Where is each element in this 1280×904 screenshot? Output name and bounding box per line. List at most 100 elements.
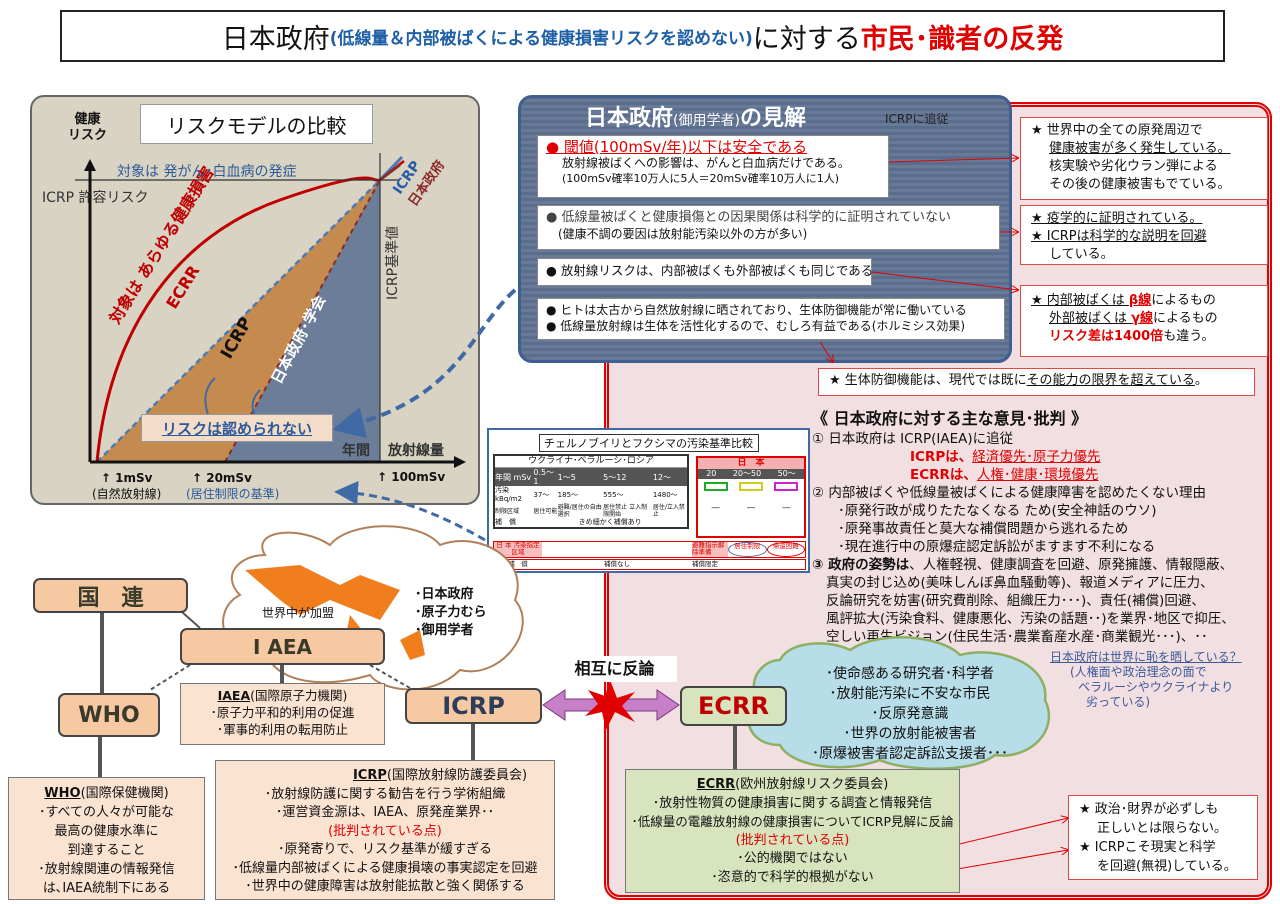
- icrp-node: ICRP: [405, 688, 542, 724]
- rebuttal-line: を回避(無視)している。: [1097, 859, 1237, 874]
- cell: ―: [711, 503, 720, 512]
- rebuttal-line: ★ ICRPこそ現実と科学: [1079, 840, 1216, 855]
- x-axis-annual: 年間: [342, 443, 370, 459]
- iaea-icrp-link: [369, 664, 411, 689]
- opinion-3-line: 反論研究を妨害(研究費削除、組織圧力･･･)、責任(補償)回避、: [826, 593, 1205, 609]
- rebuttal-line: ★ 世界中の全ての原発周辺で: [1031, 123, 1203, 138]
- gov-view-title: 日本政府(御用学者)の見解: [585, 100, 806, 132]
- rebuttal-box-1: ★ 世界中の全ての原発周辺で 健康被害が多く発生している。 核実験や劣化ウラン弾…: [1020, 117, 1268, 200]
- icrp-line: [96, 179, 381, 463]
- desc-line: ･世界中の健康障害は放射能拡散と強く関係する: [245, 879, 525, 894]
- village-item: ･御用学者: [415, 623, 474, 638]
- desc-paren: (国際保健機関): [80, 786, 169, 801]
- y-axis-label-2: リスク: [68, 128, 108, 143]
- rebuttal-box-2: ★ 疫学的に証明されている。 ★ ICRPは科学的な説明を回避 している。: [1020, 205, 1268, 265]
- y-axis-label: 健康リスク: [68, 112, 107, 144]
- opinion-icrp: ICRPは、: [910, 449, 973, 465]
- opinion-icrp-priority: 経済優先･原子力優先: [972, 449, 1101, 465]
- desc-line: ･運営資金源は、IAEA、原発産業界･･: [275, 805, 495, 820]
- tick-label: ↑ 1mSv: [100, 471, 153, 485]
- rebuttal-line: その後の健康被害もでている。: [1049, 177, 1231, 192]
- criticism-label: (批判されている点): [735, 832, 850, 848]
- cell: 12〜: [652, 472, 672, 482]
- ukr-header: ウクライナ･ベラルーシ･ロシア: [493, 454, 689, 468]
- desc-head: IAEA: [217, 688, 251, 703]
- desc-line: ･軍事的利用の転用防止: [216, 722, 349, 737]
- gov-pointer-arrow: [251, 389, 261, 416]
- gov-claim-threshold: ● 閾値(100mSv/年)以下は安全である 放射線被ばくへの影響は、がんと白血…: [537, 135, 889, 198]
- who-node: WHO: [58, 693, 160, 737]
- desc-line: ･恣意的で科学的根拠がない: [711, 869, 874, 885]
- supporter-item: ･世界の放射能被害者: [843, 726, 977, 742]
- un-node: 国 連: [33, 578, 188, 613]
- rebuttal-text: ★ 生体防御機能は、現代では既に: [829, 373, 1027, 388]
- cell: 5〜12: [603, 472, 627, 482]
- cell: 居住禁止 立入制限開始: [603, 504, 648, 518]
- opinion-ecrr-priority: 人権･健康･環境優先: [976, 467, 1099, 483]
- world-join-label: 世界中が加盟: [262, 606, 335, 620]
- desc-line: ･放射線関連の情報発信: [38, 862, 175, 877]
- risk-model-diagram: 対象は あらゆる健康損害 ECRR ICRP 日本政府･学会 ICRP基準値 I…: [75, 153, 466, 468]
- claim-line: 放射線被ばくへの影響は、がんと白血病だけである。: [562, 156, 850, 170]
- supporter-item: ･使命感ある研究者･科学者: [826, 666, 994, 682]
- cell: 補償限定: [692, 560, 718, 568]
- gov-area: [225, 180, 380, 462]
- risk-diff: リスク差は1400倍: [1049, 329, 1164, 344]
- icrp-description: ICRP(国際放射線防護委員会) ･放射線防護に関する勧告を行う学術組織･運営資…: [215, 760, 555, 900]
- ecrr-curve: [95, 176, 381, 463]
- claim-head: ● 閾値(100mSv/年)以下は安全である: [546, 138, 808, 156]
- claim-head: ● 低線量被ばくと健康損傷との因果関係は科学的に証明されていない: [546, 210, 951, 225]
- mutual-rebuttal-label: 相互に反論: [552, 656, 677, 682]
- shame-note: 日本政府は世界に恥を晒している？ (人権面や政治理念の面で ベラルーシやウクライ…: [1050, 650, 1242, 710]
- beta-ray: β線: [1128, 293, 1152, 308]
- cell: 居住制限: [728, 542, 767, 557]
- cell: 日 本 汚染指定区域: [494, 542, 542, 557]
- rebuttal-line: 正しいとは限らない。: [1097, 821, 1228, 836]
- rebuttal-text: によるもの: [1151, 293, 1216, 308]
- cell: 居住/立入禁止: [652, 504, 685, 518]
- rebuttal-arrow-3: [871, 271, 1018, 290]
- opinion-3-line: 風評拡大(汚染食料、健康悪化、汚染の話題･･)を業界･地区で抑圧、: [826, 611, 1235, 627]
- rebuttal-line: ★ 疫学的に証明されている。: [1031, 211, 1203, 226]
- desc-line: 到達すること: [67, 843, 146, 858]
- tick-label: ↑ 20mSv: [192, 471, 252, 485]
- opinion-ecrr: ECRRは、: [910, 467, 977, 483]
- cell: 20〜50: [732, 469, 762, 478]
- ecrr-node: ECRR: [680, 686, 787, 726]
- desc-line: ･放射性物質の健康損害に関する調査と情報発信: [652, 795, 933, 811]
- opinion-2-item: ･現在進行中の原爆症認定訴訟がますます不利になる: [838, 539, 1156, 555]
- opinion-3-line: 真実の封じ込め(美味しんぼ鼻血騒動等)、報道メディアに圧力、: [826, 575, 1214, 591]
- follow-icrp-label: ICRPに追従: [885, 112, 949, 126]
- table-title: チェルノブイリとフクシマの汚染基準比較: [538, 434, 759, 452]
- desc-line: ･公的機関ではない: [737, 851, 848, 866]
- shame-line: (人権面や政治理念の面で: [1070, 665, 1207, 679]
- desc-line: ･放射線防護に関する勧告を行う学術組織: [264, 786, 506, 802]
- village-item: ･日本政府: [415, 587, 474, 602]
- supporter-item: ･原爆被害者認定訴訟支援者･･･: [812, 746, 1008, 762]
- cell: 1〜5: [557, 472, 576, 482]
- cell: 50〜: [777, 469, 796, 478]
- desc-line: は､IAEA統制下にある: [42, 881, 171, 896]
- ecrr-description: ECRR(欧州放射線リスク委員会) ･放射性物質の健康損害に関する調査と情報発信…: [625, 769, 960, 893]
- cell: 居住可能: [533, 507, 558, 515]
- jp-header: 日 本: [698, 458, 804, 469]
- who-description: WHO(国際保健機関) ･すべての人々が可能な最高の健康水準に到達すること･放射…: [8, 777, 205, 900]
- rebuttal-line: 健康被害が多く発生している。: [1049, 141, 1231, 156]
- ecrr-rebuttal-box: ★ 政治･財界が必ずしも正しいとは限らない。★ ICRPこそ現実と科学を回避(無…: [1068, 795, 1258, 880]
- gov-title-end: の見解: [739, 106, 806, 131]
- claim-head: ● 放射線リスクは、内部被ばくも外部被ばくも同じである: [546, 263, 874, 278]
- opinion-2-item: ･原発事故責任と莫大な補償問題から逃れるため: [838, 521, 1129, 537]
- cell: 帰還困難: [766, 542, 805, 557]
- icrp-standard-label: ICRP基準値: [384, 226, 401, 300]
- supporters-list: ･使命感ある研究者･科学者･放射能汚染に不安な市民･反原発意識･世界の放射能被害…: [790, 664, 1030, 764]
- y-axis-label-1: 健康: [74, 112, 101, 127]
- opinion-1: ① 日本政府は ICRP(IAEA)に追従: [812, 431, 1014, 447]
- page-title: 日本政府(低線量＆内部被ばくによる健康損害リスクを認めない)に対する 市民･識者…: [60, 10, 1225, 62]
- cell: 汚染 kBq/m2: [495, 486, 522, 503]
- un-iaea-link: [181, 611, 201, 629]
- table-to-20msv-arrow: [334, 480, 486, 542]
- rebuttal-box-3: ★ 内部被ばくは β線によるもの 外部被ばくは γ線によるもの リスク差は140…: [1020, 285, 1268, 357]
- title-mid: に対する: [752, 23, 861, 55]
